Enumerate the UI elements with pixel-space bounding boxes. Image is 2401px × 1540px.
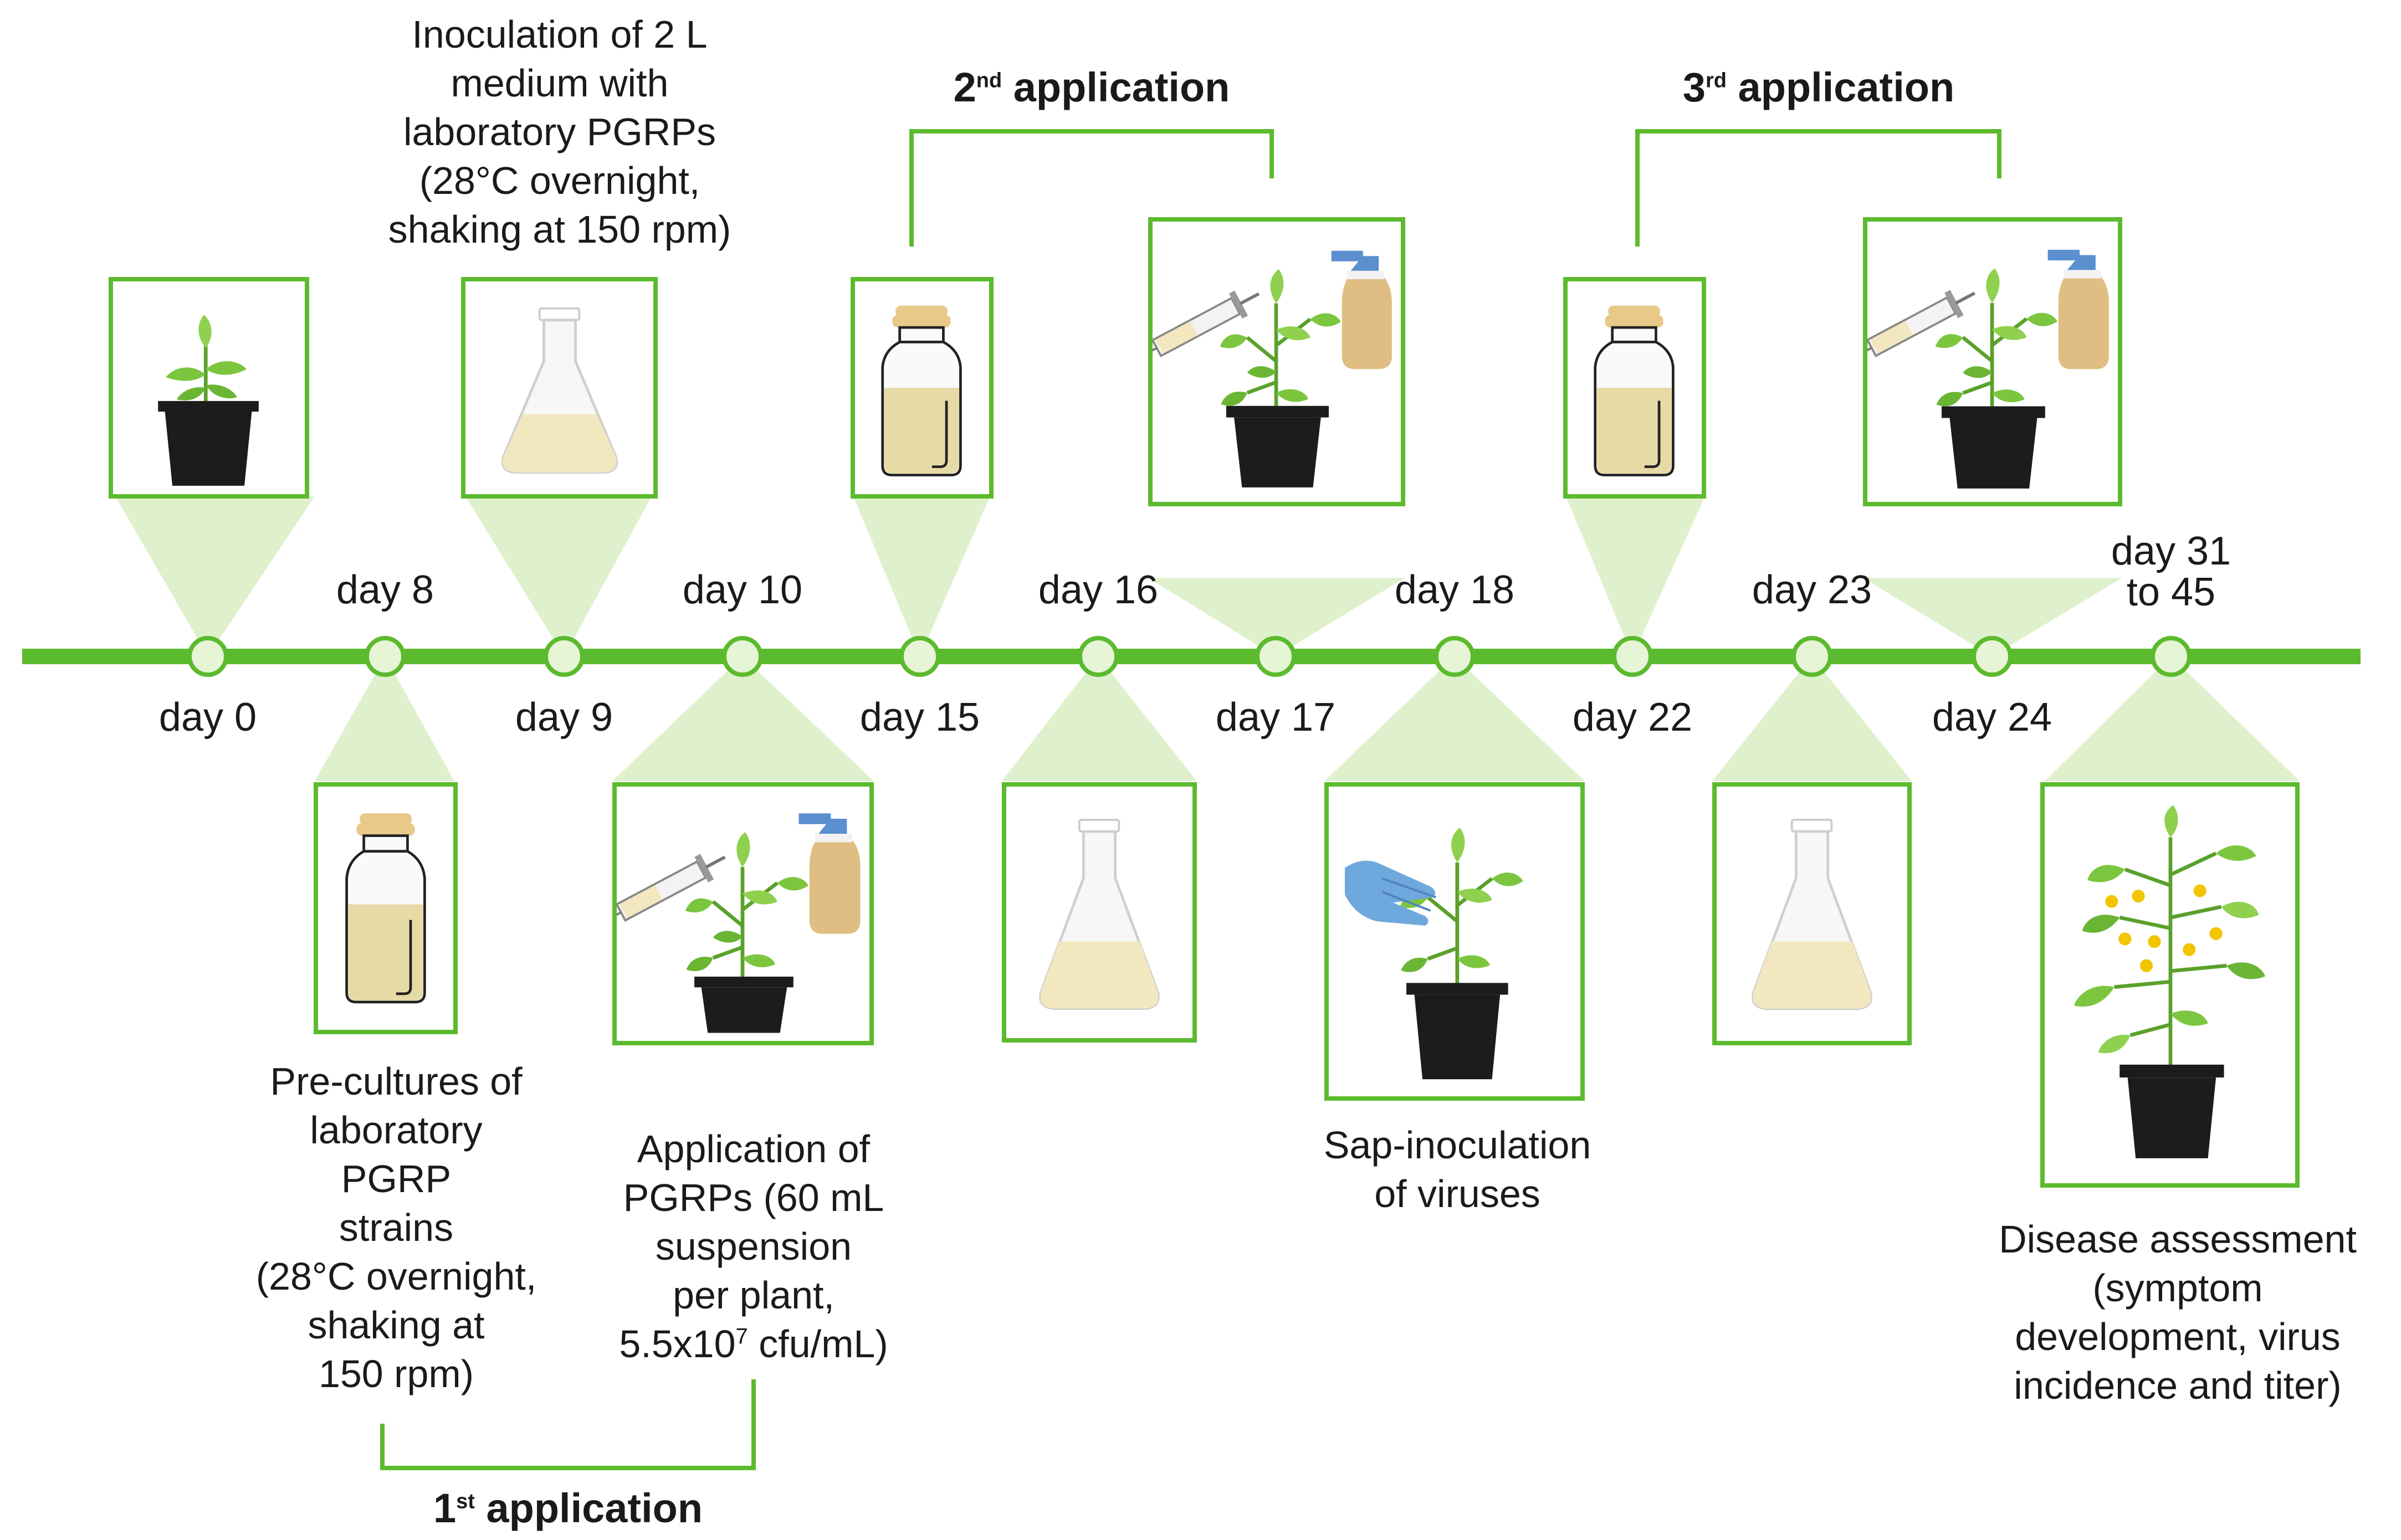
node-day9 xyxy=(544,636,585,677)
caption-inoculation: Inoculation of 2 L medium with laborator… xyxy=(388,13,731,251)
plant-glove-icon xyxy=(1344,828,1523,1080)
caption-precultures: Pre-cultures of laboratory PGRP strains … xyxy=(255,1060,537,1395)
node-day23 xyxy=(1791,636,1832,677)
day-label-day15: day 15 xyxy=(859,695,980,740)
cone-day22 xyxy=(1566,496,1705,656)
box-day23 xyxy=(1712,782,1912,1045)
ordinal-suffix: st xyxy=(456,1490,475,1513)
node-day15 xyxy=(899,636,940,677)
culture-bottle-icon xyxy=(345,813,426,1004)
cone-day10 xyxy=(612,656,874,781)
flowering-plant-icon xyxy=(2074,805,2265,1158)
title-third-application: 3rd application xyxy=(1683,64,1954,111)
day-label-day17: day 17 xyxy=(1215,695,1336,740)
plant-syringe-spray-icon xyxy=(617,813,861,1033)
node-day18 xyxy=(1434,636,1475,677)
box-day8 xyxy=(314,782,458,1034)
erlenmeyer-flask-icon xyxy=(1039,819,1160,1010)
node-day22 xyxy=(1612,636,1653,677)
day-label-day22: day 22 xyxy=(1572,695,1693,740)
ordinal: 3 xyxy=(1682,64,1706,110)
node-day24 xyxy=(1972,636,2013,677)
day-label-day9: day 9 xyxy=(515,695,613,740)
day-label-day10: day 10 xyxy=(682,568,803,612)
box-day10 xyxy=(612,782,874,1045)
box-day0 xyxy=(109,277,309,499)
erlenmeyer-flask-icon xyxy=(1752,818,1872,1010)
ordinal: 1 xyxy=(433,1485,457,1531)
application-text: application xyxy=(1727,64,1955,110)
cone-day8 xyxy=(315,656,454,781)
day-label-day24: day 24 xyxy=(1932,695,2052,740)
cone-day0 xyxy=(115,496,315,656)
box-day24 xyxy=(1863,217,2122,506)
plant-syringe-spray-icon xyxy=(1867,249,2109,489)
caption-application-main: Application of PGRPs (60 mL suspension p… xyxy=(619,1127,884,1366)
timeline-bar xyxy=(22,649,2361,664)
node-day10 xyxy=(722,636,763,677)
day-label-day0: day 0 xyxy=(158,695,257,740)
timeline-nodes xyxy=(187,636,2192,677)
ordinal-suffix: nd xyxy=(976,69,1002,93)
caption-sap-inoculation: Sap-inoculation of viruses xyxy=(1323,1123,1591,1215)
plant-syringe-spray-icon xyxy=(1153,250,1392,487)
day-label-day16: day 16 xyxy=(1038,568,1159,612)
culture-bottle-icon xyxy=(881,305,962,476)
culture-bottle-icon xyxy=(1594,305,1675,476)
cone-day15 xyxy=(853,496,990,656)
box-day31 xyxy=(2040,782,2300,1188)
cone-day9 xyxy=(465,496,652,656)
ordinal: 2 xyxy=(953,64,976,110)
ordinal-suffix: rd xyxy=(1706,69,1727,93)
bracket-first-application xyxy=(380,1379,756,1470)
title-first-application: 1st application xyxy=(433,1485,703,1532)
day-label-day18: day 18 xyxy=(1394,568,1515,612)
box-day22 xyxy=(1563,277,1706,499)
application-text: application xyxy=(1002,64,1230,110)
bracket-second-application xyxy=(909,129,1274,247)
node-day17 xyxy=(1255,636,1296,677)
box-day9 xyxy=(461,277,658,499)
caption-application: Application of PGRPs (60 mL suspension p… xyxy=(571,1125,936,1368)
box-day16 xyxy=(1002,782,1197,1043)
cone-day24 xyxy=(1863,578,2122,656)
caption-disease-assessment: Disease assessment (symptom development,… xyxy=(1999,1218,2357,1407)
cone-day23 xyxy=(1712,656,1912,781)
seedling-pot-icon xyxy=(158,315,259,486)
node-day31 xyxy=(2151,636,2192,677)
node-day8 xyxy=(365,636,406,677)
cone-day17 xyxy=(1148,578,1405,656)
box-day17 xyxy=(1148,217,1405,506)
box-day15 xyxy=(851,277,994,499)
cone-day18 xyxy=(1324,656,1585,781)
day-label-day8: day 8 xyxy=(336,568,434,612)
node-day0 xyxy=(187,636,228,677)
day-label-day23: day 23 xyxy=(1752,568,1872,612)
day-label-day31: day 31 to 45 xyxy=(2111,529,2231,614)
node-day16 xyxy=(1078,636,1119,677)
caption-application-exponent: 7 xyxy=(735,1324,748,1349)
cone-day16 xyxy=(1002,656,1197,781)
box-day18 xyxy=(1324,782,1585,1101)
application-text: application xyxy=(474,1485,703,1531)
cone-day31 xyxy=(2045,656,2300,781)
bracket-third-application xyxy=(1635,129,2001,247)
title-second-application: 2nd application xyxy=(954,64,1230,111)
erlenmeyer-flask-icon xyxy=(501,307,618,474)
caption-application-tail: cfu/mL) xyxy=(748,1322,888,1366)
